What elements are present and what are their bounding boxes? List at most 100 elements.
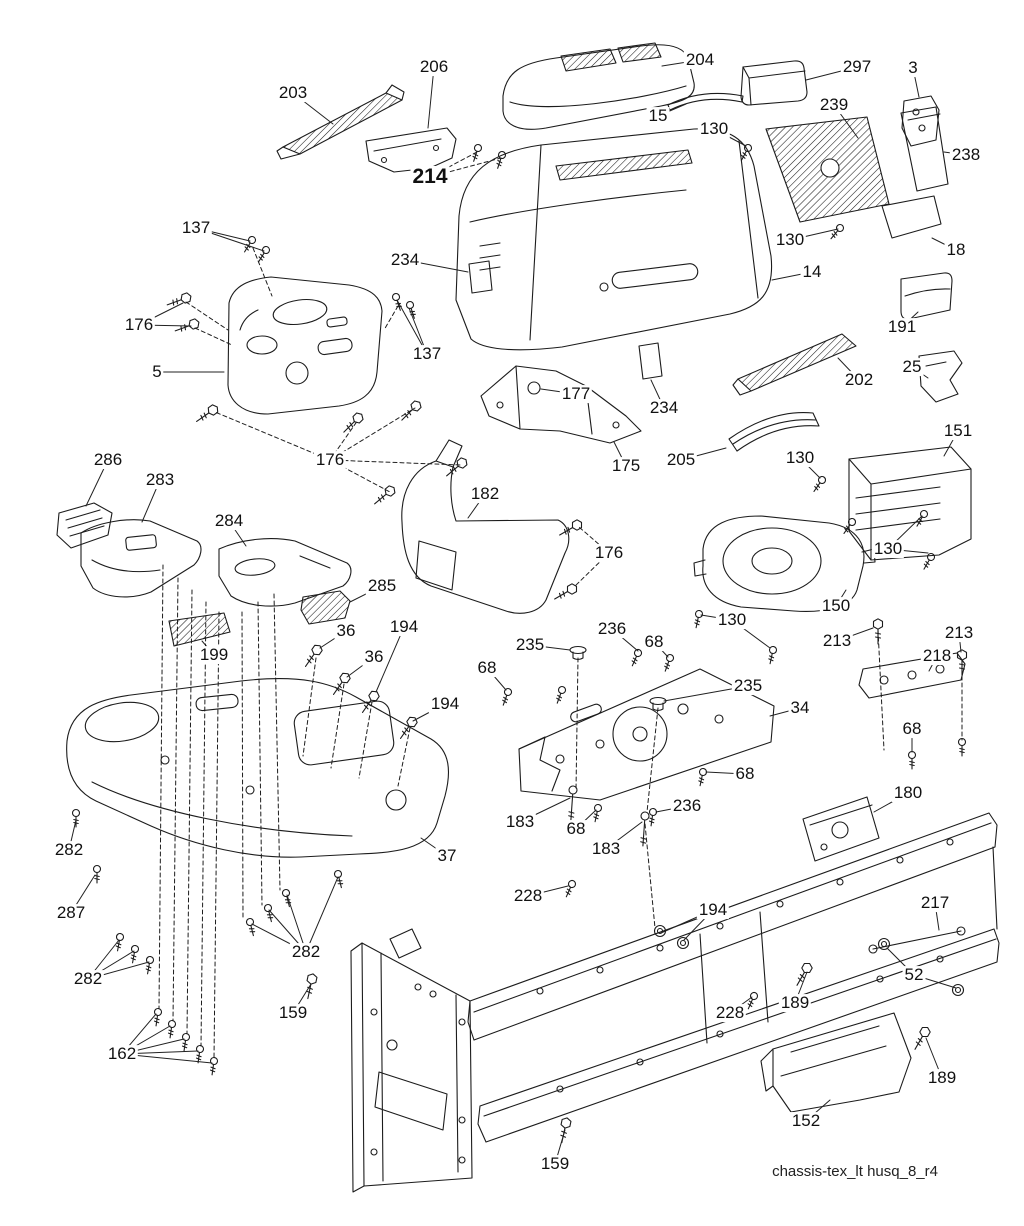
- callout-130: 130: [773, 230, 807, 250]
- callout-5: 5: [150, 362, 164, 382]
- callout-130: 130: [871, 539, 905, 559]
- callout-228: 228: [713, 1003, 747, 1023]
- assembly-axis-lines: [158, 247, 963, 1059]
- callout-37: 37: [435, 846, 459, 866]
- callout-235: 235: [513, 635, 547, 655]
- part-fan-housing-150: [693, 515, 876, 612]
- part-support-rack-151: [848, 446, 972, 561]
- callout-180: 180: [891, 783, 925, 803]
- callout-282: 282: [52, 840, 86, 860]
- part-channel-205: [728, 411, 820, 452]
- callout-199: 199: [197, 645, 231, 665]
- callout-15: 15: [646, 106, 670, 126]
- part-side-panel-238: [900, 106, 949, 192]
- part-fender-assembly-37: [66, 678, 450, 858]
- callout-206: 206: [417, 57, 451, 77]
- part-cap-286: [56, 502, 113, 549]
- part-hood-assembly-14: [455, 128, 773, 351]
- callout-236: 236: [595, 619, 629, 639]
- callout-191: 191: [885, 317, 919, 337]
- callout-152: 152: [789, 1111, 823, 1131]
- callout-234: 234: [647, 398, 681, 418]
- part-bracket-152: [760, 1012, 912, 1113]
- part-spacer-234-left: [468, 260, 493, 294]
- callout-130: 130: [783, 448, 817, 468]
- callout-14: 14: [800, 262, 824, 282]
- diagram-id-label: chassis-tex_lt husq_8_r4: [772, 1163, 938, 1180]
- callout-202: 202: [842, 370, 876, 390]
- part-pad-297: [740, 60, 808, 106]
- callout-194: 194: [387, 617, 421, 637]
- part-panel-191: [900, 272, 953, 320]
- callout-25: 25: [900, 357, 924, 377]
- callout-284: 284: [212, 511, 246, 531]
- callout-204: 204: [683, 50, 717, 70]
- part-plate-3: [901, 95, 940, 147]
- callout-236: 236: [670, 796, 704, 816]
- part-trim-285: [300, 590, 351, 625]
- callout-218: 218: [920, 646, 954, 666]
- callout-68: 68: [900, 719, 924, 739]
- callout-205: 205: [664, 450, 698, 470]
- callout-175: 175: [609, 456, 643, 476]
- part-chassis-support-182: [401, 439, 570, 614]
- callout-150: 150: [819, 596, 853, 616]
- callout-18: 18: [944, 240, 968, 260]
- callout-130: 130: [715, 610, 749, 630]
- callout-137: 137: [179, 218, 213, 238]
- callout-286: 286: [91, 450, 125, 470]
- callout-194: 194: [696, 900, 730, 920]
- callout-151: 151: [941, 421, 975, 441]
- part-grille-strip-202: [732, 333, 857, 396]
- callout-234: 234: [388, 250, 422, 270]
- grommet-177: [527, 381, 541, 395]
- callout-177: 177: [559, 384, 593, 404]
- callout-36: 36: [334, 621, 358, 641]
- callout-68: 68: [642, 632, 666, 652]
- part-spacer-234-right: [638, 342, 663, 380]
- part-bracket-18: [881, 195, 942, 239]
- callout-68: 68: [733, 764, 757, 784]
- callout-52: 52: [902, 965, 926, 985]
- part-dash-console-5: [227, 276, 383, 415]
- callout-183: 183: [589, 839, 623, 859]
- callout-137: 137: [410, 344, 444, 364]
- callout-282: 282: [71, 969, 105, 989]
- callout-176: 176: [122, 315, 156, 335]
- part-fender-trim-283: [80, 519, 202, 598]
- callout-194: 194: [428, 694, 462, 714]
- part-plate-199: [168, 612, 231, 647]
- callout-228: 228: [511, 886, 545, 906]
- part-support-bracket-175: [480, 365, 642, 444]
- callout-239: 239: [817, 95, 851, 115]
- part-grille-strip-203: [276, 84, 405, 160]
- callout-36: 36: [362, 647, 386, 667]
- callout-235: 235: [731, 676, 765, 696]
- part-side-panel-239: [765, 116, 890, 223]
- callout-203: 203: [276, 83, 310, 103]
- callout-162: 162: [105, 1044, 139, 1064]
- callout-297: 297: [840, 57, 874, 77]
- callout-287: 287: [54, 903, 88, 923]
- callout-217: 217: [918, 893, 952, 913]
- callout-189: 189: [925, 1068, 959, 1088]
- callout-68: 68: [475, 658, 499, 678]
- callout-159: 159: [538, 1154, 572, 1174]
- part-bracket-206: [365, 127, 457, 173]
- part-rod-217: [868, 926, 966, 954]
- part-bracket-25: [918, 350, 963, 403]
- callout-282: 282: [289, 942, 323, 962]
- callout-68: 68: [564, 819, 588, 839]
- callout-283: 283: [143, 470, 177, 490]
- callout-285: 285: [365, 576, 399, 596]
- callout-159: 159: [276, 1003, 310, 1023]
- callout-213: 213: [942, 623, 976, 643]
- callout-3: 3: [906, 58, 920, 78]
- callout-238: 238: [949, 145, 983, 165]
- callout-182: 182: [468, 484, 502, 504]
- callout-130: 130: [697, 119, 731, 139]
- callout-213: 213: [820, 631, 854, 651]
- part-seat-plate-34: [518, 668, 775, 801]
